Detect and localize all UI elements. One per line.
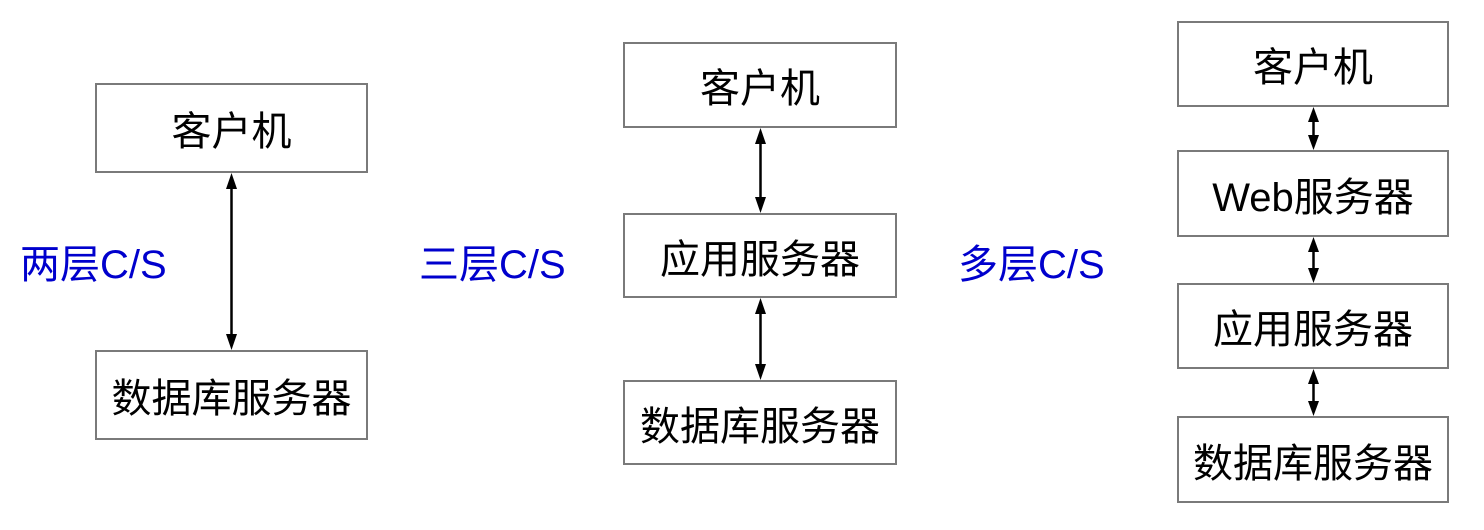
double-arrow-icon	[1308, 237, 1319, 283]
tier-label-multi-tier: 多层C/S	[958, 243, 1105, 287]
node-database-server-multi-tier: 数据库服务器	[1177, 416, 1449, 503]
tier-label-three-tier: 三层C/S	[419, 243, 566, 287]
node-app-server-three-tier-text: 应用服务器	[660, 237, 860, 282]
node-database-server-two-tier: 数据库服务器	[95, 350, 368, 440]
node-client-two-tier: 客户机	[95, 83, 368, 173]
double-arrow-icon	[226, 173, 237, 350]
node-app-server-multi-tier: 应用服务器	[1177, 283, 1449, 369]
double-arrow-icon	[755, 128, 766, 213]
node-client-multi-tier-text: 客户机	[1253, 46, 1373, 90]
double-arrow-icon	[1308, 369, 1319, 416]
double-arrow-icon	[1308, 107, 1319, 150]
node-web-server-multi-tier-text: Web服务器	[1212, 175, 1414, 220]
double-arrow-icon	[755, 298, 766, 380]
node-web-server-multi-tier: Web服务器	[1177, 150, 1449, 237]
node-app-server-three-tier: 应用服务器	[623, 213, 897, 298]
node-database-server-multi-tier-text: 数据库服务器	[1193, 441, 1433, 486]
node-client-two-tier-text: 客户机	[171, 110, 292, 154]
node-client-three-tier-text: 客户机	[700, 67, 820, 111]
tier-label-two-tier: 两层C/S	[20, 243, 167, 287]
node-client-three-tier: 客户机	[623, 42, 897, 128]
node-app-server-multi-tier-text: 应用服务器	[1213, 308, 1413, 352]
node-client-multi-tier: 客户机	[1177, 21, 1449, 107]
node-database-server-three-tier-text: 数据库服务器	[640, 404, 880, 449]
node-database-server-two-tier-text: 数据库服务器	[111, 377, 352, 421]
node-database-server-three-tier: 数据库服务器	[623, 380, 897, 465]
